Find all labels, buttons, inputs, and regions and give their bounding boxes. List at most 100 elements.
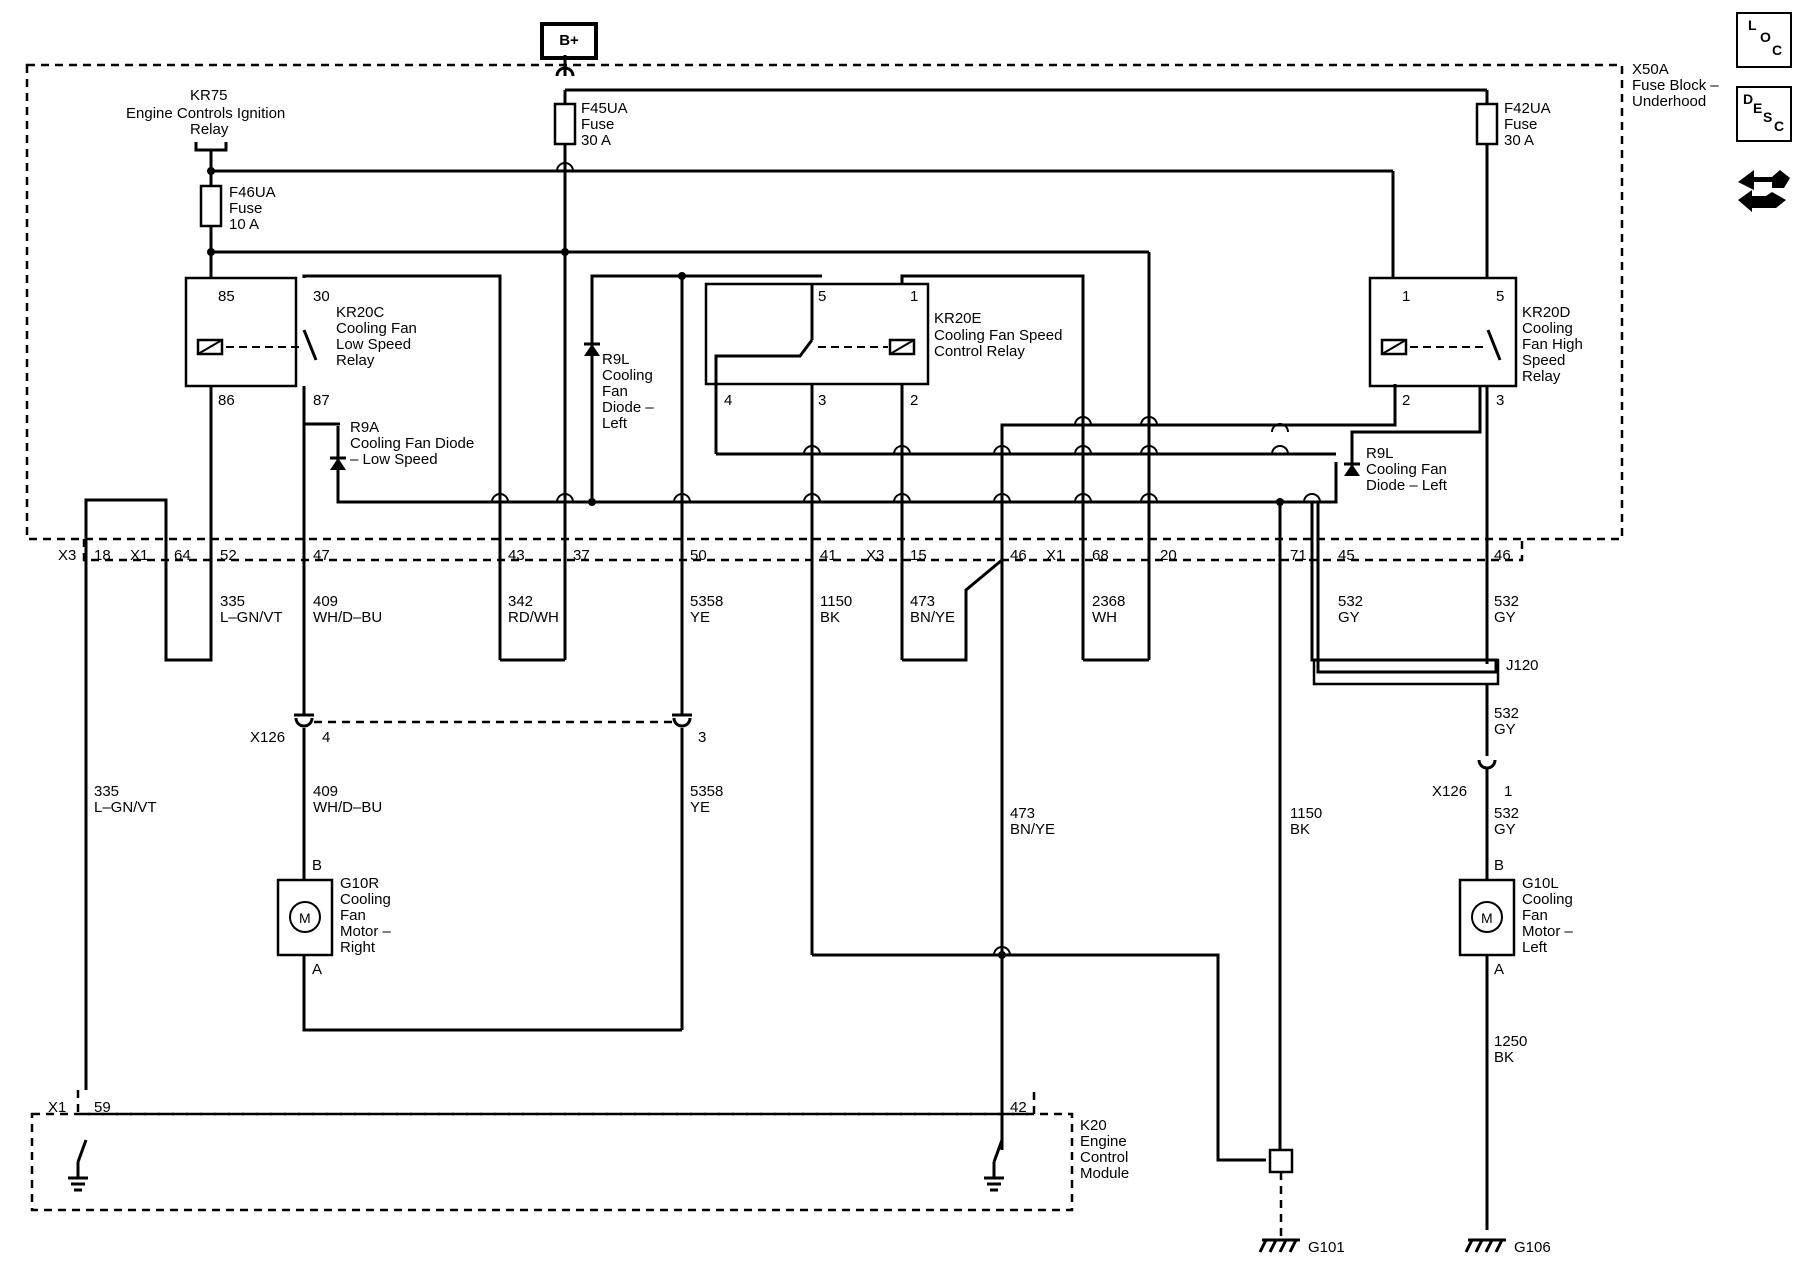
g10l-motor-symbol bbox=[1471, 901, 1503, 933]
kr20e-coil-slash bbox=[889, 339, 915, 355]
description-view-icon[interactable]: D E S C bbox=[1736, 86, 1792, 142]
w409-top-color: WH/D–BU bbox=[313, 609, 382, 626]
relay-kr20d bbox=[1368, 276, 1518, 388]
motor-g10l bbox=[1458, 878, 1516, 957]
w1250-num: 1250 bbox=[1494, 1033, 1527, 1050]
splice-473-1150 bbox=[998, 951, 1006, 959]
w335-low-num: 335 bbox=[94, 783, 119, 800]
wire-473-loop bbox=[902, 558, 1003, 662]
hop-ground-kr20e4 bbox=[1271, 445, 1289, 455]
conn-pin-52: 52 bbox=[220, 547, 237, 564]
ecm-pin-42: 42 bbox=[1010, 1099, 1027, 1116]
x126-pin3-cup bbox=[672, 717, 692, 728]
fuse-f46ua bbox=[199, 184, 223, 228]
w1150-top-color: BK bbox=[820, 609, 840, 626]
conn-pin-68: 68 bbox=[1092, 547, 1109, 564]
g10r-motor-letter: M bbox=[299, 910, 311, 926]
w335-low-color: L–GN/VT bbox=[94, 799, 157, 816]
g10l-name-4: Left bbox=[1522, 939, 1548, 956]
fuse-f46ua-id: F46UA bbox=[229, 184, 276, 201]
ground-return-bus bbox=[336, 426, 1338, 504]
r9l-mid-name-3: Diode – bbox=[602, 399, 654, 416]
hop-473-1150-low bbox=[993, 946, 1011, 956]
ecm-pin-59: 59 bbox=[94, 1099, 111, 1116]
ecm-switch-59 bbox=[76, 1139, 88, 1163]
fuse-f46ua-rating: 10 A bbox=[229, 216, 259, 233]
kr20c-switch bbox=[302, 329, 318, 361]
wire-1150-to-ground bbox=[812, 953, 1266, 1162]
kr20c-coil-slash bbox=[197, 339, 223, 355]
w532-a-num: 532 bbox=[1338, 593, 1363, 610]
desc-letter-s: S bbox=[1763, 109, 1773, 125]
w5358-low-num: 5358 bbox=[690, 783, 723, 800]
fuse-f46ua-type: Fuse bbox=[229, 200, 262, 217]
kr20e-pin-3: 3 bbox=[818, 392, 826, 409]
w2368-color: WH bbox=[1092, 609, 1117, 626]
kr20d-pin-2: 2 bbox=[1402, 392, 1410, 409]
g10l-name-3: Motor – bbox=[1522, 923, 1574, 940]
ecm-switch-42 bbox=[992, 1139, 1004, 1163]
kr20d-coil-slash bbox=[1381, 339, 1407, 355]
relay-kr20e bbox=[704, 282, 930, 386]
w1150-low-num: 1150 bbox=[1290, 805, 1322, 822]
conn-pin-64: 64 bbox=[174, 547, 191, 564]
kr20d-coil bbox=[1380, 338, 1408, 356]
hop-2368-kr20e4 bbox=[1140, 445, 1158, 455]
splice-5358 bbox=[678, 272, 686, 280]
r9a-name-1: Cooling Fan Diode bbox=[350, 435, 474, 452]
r9l-mid-name-2: Fan bbox=[602, 383, 628, 400]
ecm-ground-59-icon bbox=[68, 1162, 88, 1192]
kr20e-pin-1: 1 bbox=[910, 288, 918, 305]
conn-pin-47: 47 bbox=[313, 547, 330, 564]
navigation-hands-icon[interactable] bbox=[1736, 160, 1792, 216]
ground-g106-icon bbox=[1464, 1238, 1506, 1253]
x126-pin4-cup bbox=[294, 717, 314, 728]
j120-id: J120 bbox=[1506, 657, 1539, 674]
kr20d-name-2: Fan High bbox=[1522, 336, 1583, 353]
r9a-diode bbox=[330, 458, 346, 470]
w409-low-color: WH/D–BU bbox=[313, 799, 382, 816]
r9l-right-id: R9L bbox=[1366, 445, 1394, 462]
fuse-f45ua-rating: 30 A bbox=[581, 132, 611, 149]
bplus-feed-crossover bbox=[555, 66, 575, 77]
kr20c-name-2: Low Speed bbox=[336, 336, 411, 353]
kr20d-pin-1: 1 bbox=[1402, 288, 1410, 305]
w473-low-num: 473 bbox=[1010, 805, 1035, 822]
kr20c-name-1: Cooling Fan bbox=[336, 320, 417, 337]
conn-pin-46-a: 46 bbox=[1010, 547, 1027, 564]
kr75-relay-symbol bbox=[194, 142, 228, 152]
fuse-block-id: X50A bbox=[1632, 61, 1669, 78]
g10r-name-3: Motor – bbox=[340, 923, 392, 940]
kr20c-pin-86: 86 bbox=[218, 392, 235, 409]
fuse-f45ua-id: F45UA bbox=[581, 100, 628, 117]
w409-low-num: 409 bbox=[313, 783, 338, 800]
hop-1150-ground bbox=[803, 493, 821, 503]
r9l-mid-name-4: Left bbox=[602, 415, 628, 432]
g10l-pin-b: B bbox=[1494, 857, 1504, 874]
ecm-name-3: Module bbox=[1080, 1165, 1129, 1182]
w5358-low-color: YE bbox=[690, 799, 710, 816]
splice-pack-j120 bbox=[1312, 658, 1500, 686]
kr20c-name-3: Relay bbox=[336, 352, 375, 369]
motor-g10r bbox=[276, 878, 334, 957]
kr20d-pin-3: 3 bbox=[1496, 392, 1504, 409]
w532-c-num: 532 bbox=[1494, 705, 1519, 722]
hop-473-kr20e4 bbox=[893, 445, 911, 455]
side-icon-panel: L O C D E S C bbox=[1736, 12, 1792, 221]
location-view-icon[interactable]: L O C bbox=[1736, 12, 1792, 68]
conn-x3-a: X3 bbox=[58, 547, 76, 564]
g10r-id: G10R bbox=[340, 875, 379, 892]
kr20c-pin-30: 30 bbox=[313, 288, 330, 305]
g101-id: G101 bbox=[1308, 1239, 1345, 1256]
desc-letter-e: E bbox=[1753, 100, 1763, 116]
x126-left-id: X126 bbox=[250, 729, 285, 746]
kr20d-name-1: Cooling bbox=[1522, 320, 1573, 337]
splice-ground-return bbox=[1276, 498, 1284, 506]
hop-ground-kr20d3 bbox=[1271, 423, 1289, 433]
w473-top-color: BN/YE bbox=[910, 609, 955, 626]
hop-2368-473 bbox=[1140, 416, 1158, 426]
r9l-mid-diode bbox=[584, 344, 600, 356]
r9l-mid-id: R9L bbox=[602, 351, 630, 368]
wire-342-kr20c-30 bbox=[302, 274, 502, 660]
kr20d-3-tap bbox=[1350, 386, 1482, 454]
